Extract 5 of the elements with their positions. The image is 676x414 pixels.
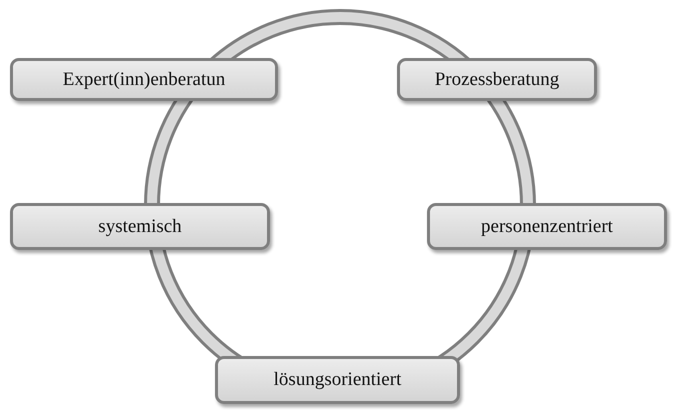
label-box: Prozessberatung — [397, 58, 597, 101]
label-box: Expert(inn)enberatun — [10, 58, 278, 101]
label-box: lösungsorientiert — [215, 356, 460, 404]
label-box: personenzentriert — [427, 203, 667, 250]
label-box: systemisch — [10, 203, 270, 250]
